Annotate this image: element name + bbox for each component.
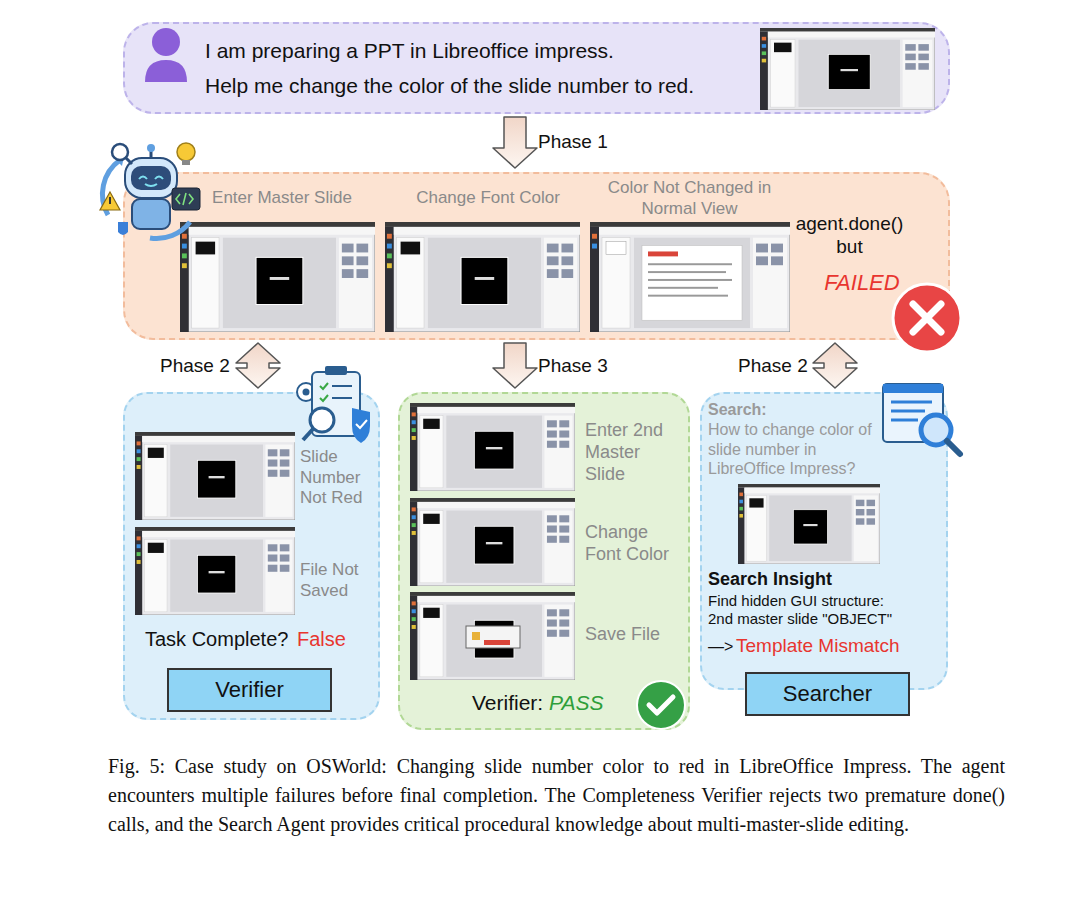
node-text: Task Complete? (145, 627, 305, 651)
node-text: agent.done() but (792, 212, 907, 258)
node-text: Verifier (169, 670, 330, 710)
node-text: Find hidden GUI structure: 2nd master sl… (708, 592, 913, 629)
node-text: PASS (549, 690, 629, 716)
robot-icon-part (109, 197, 111, 204)
request-box: I am preparing a PPT in Libreoffice impr… (123, 22, 950, 114)
phase-label: Phase 3 (538, 355, 608, 377)
node-text: Save File (585, 624, 685, 646)
phase-arrow (236, 343, 280, 388)
robot-icon-part (112, 144, 128, 160)
search-icon-part (947, 441, 960, 454)
phase-label: Phase 2 (738, 355, 808, 377)
role-label: Searcher (745, 672, 910, 716)
phase-arrow (813, 343, 857, 388)
robot-icon-part (150, 150, 153, 158)
node-text: How to change color of slide number in L… (708, 420, 886, 479)
node-text: Template Mismatch (736, 634, 936, 657)
robot-icon-part (102, 160, 120, 215)
node-text: Help me change the color of the slide nu… (205, 73, 765, 99)
node-text: Color Not Changed in Normal View (607, 178, 772, 219)
node-text: I am preparing a PPT in Libreoffice impr… (205, 38, 765, 64)
node-text: Change Font Color (585, 522, 685, 566)
node-text: Search: (708, 400, 828, 420)
figure-caption: Fig. 5: Case study on OSWorld: Changing … (108, 752, 1005, 839)
node-text: Searcher (747, 674, 908, 714)
robot-icon-part (100, 192, 120, 210)
node-text: Change Font Color (388, 188, 588, 209)
phase-box: Enter Master Slide Change Font Color Color… (123, 172, 950, 340)
robot-icon-part (182, 160, 190, 165)
verifier-icon-part (325, 366, 347, 375)
searcher-panel: Search:How to change color of slide numb… (700, 392, 948, 690)
robot-icon-part (177, 143, 195, 161)
node-text: Slide Number Not Red (300, 447, 378, 509)
node-text: Verifier: (472, 690, 552, 716)
node-text: Enter 2nd Master Slide (585, 420, 677, 486)
robot-icon-part (147, 144, 155, 152)
phase-label: Phase 2 (160, 355, 230, 377)
robot-icon-part (114, 156, 124, 166)
phase-arrow (493, 343, 537, 388)
node-text: File Not Saved (300, 560, 378, 601)
robot-icon-part (126, 158, 132, 164)
node-text: Enter Master Slide (182, 188, 382, 209)
phase-box: Enter 2nd Master SlideChange Font ColorS… (398, 392, 690, 730)
node-text: FAILED (812, 270, 912, 297)
node-text: Search Insight (708, 569, 908, 591)
verifier-icon-part (332, 385, 352, 387)
node-text: —> (708, 637, 738, 657)
phase-arrow (493, 117, 537, 168)
node-text: False (297, 627, 367, 651)
verifier-panel: Slide Number Not RedFile Not SavedTask C… (123, 392, 380, 720)
phase-label: Phase 1 (538, 131, 608, 153)
role-label: Verifier (167, 668, 332, 712)
